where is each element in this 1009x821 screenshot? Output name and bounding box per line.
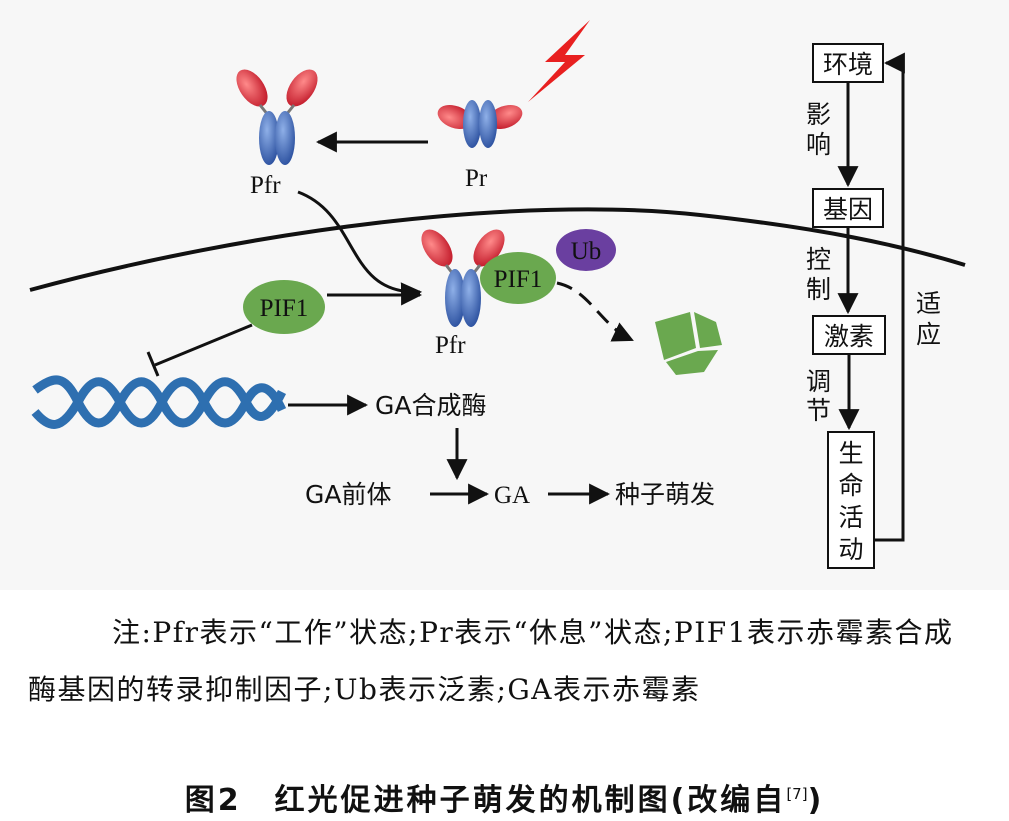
box-gene-label: 基因: [823, 195, 873, 224]
box-life-2: 命: [838, 471, 863, 500]
degraded-pif1-icon: [655, 312, 722, 375]
germination-label: 种子萌发: [615, 480, 715, 509]
pif1-free-label: PIF1: [260, 295, 309, 322]
edge-influence-1: 影: [806, 100, 831, 129]
ga-synthase-label: GA合成酶: [375, 391, 486, 420]
edge-control-2: 制: [806, 275, 831, 304]
pfr-label-bottom: Pfr: [435, 332, 466, 359]
edge-adapt-1: 适: [916, 289, 941, 318]
cell-membrane: [29, 207, 966, 292]
edge-regulate-1: 调: [806, 367, 831, 396]
box-life-1: 生: [838, 439, 863, 468]
caption-text: 图2 红光促进种子萌发的机制图(改编自: [184, 783, 787, 818]
caption-ref: [7]: [786, 785, 808, 803]
box-hormone: [812, 315, 886, 355]
pfr-label-top: Pfr: [250, 172, 281, 199]
ub-shape: [556, 229, 616, 271]
box-environment: [812, 43, 884, 83]
figure-panel: Pfr Pr Pfr PIF1 Ub PIF1: [29, 20, 966, 569]
figure-note: 注:Pfr表示“工作”状态;Pr表示“休息”状态;PIF1表示赤霉素合成酶基因的…: [28, 616, 954, 706]
arrow-degradation: [556, 281, 634, 342]
pr-protein: [437, 100, 523, 148]
inhibition-mark: [146, 323, 253, 377]
pif1-bound-shape: [480, 252, 556, 304]
edge-adapt-2: 应: [916, 320, 941, 349]
edge-influence-2: 响: [806, 130, 831, 159]
pfr-protein-top: [236, 69, 318, 165]
box-gene: [812, 188, 884, 228]
arrow-adapt-feedback: [874, 52, 905, 542]
pr-label: Pr: [465, 165, 488, 192]
caption-close: ): [807, 783, 825, 818]
edge-regulate-2: 节: [806, 396, 831, 425]
box-environment-label: 环境: [823, 50, 873, 79]
box-life-activity: [827, 431, 875, 569]
arrow-pfr-translocation: [297, 190, 423, 304]
mechanism-diagram: Pfr Pr Pfr PIF1 Ub PIF1: [29, 20, 966, 569]
ub-label: Ub: [571, 238, 602, 265]
pif1-bound-label: PIF1: [494, 266, 543, 293]
figure-caption: 图2 红光促进种子萌发的机制图(改编自[7]): [0, 775, 1009, 819]
right-chain: 环境 影 响 基因 控 制 激素 调 节 生 命 活 动 适 应: [806, 43, 941, 569]
dna-helix-icon: [31, 375, 287, 429]
box-life-4: 动: [838, 535, 863, 564]
red-light-icon: [528, 20, 590, 102]
box-life-3: 活: [838, 503, 863, 532]
pif1-free-shape: [243, 280, 325, 334]
box-hormone-label: 激素: [824, 322, 874, 351]
edge-control-1: 控: [806, 245, 831, 274]
ga-label: GA: [494, 482, 530, 509]
ga-precursor-label: GA前体: [305, 480, 391, 509]
